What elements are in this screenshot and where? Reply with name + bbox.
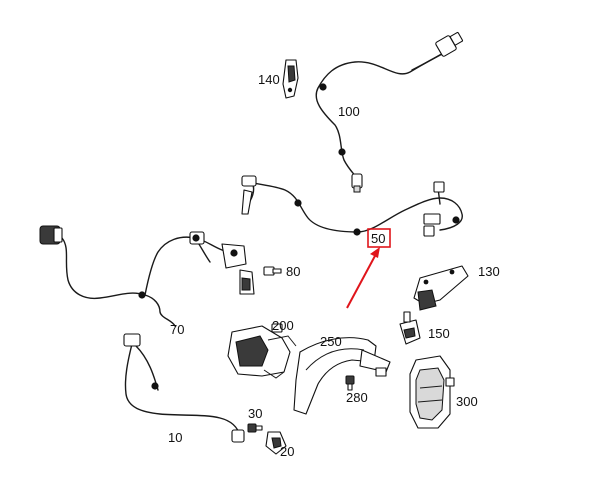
part-20-sensor[interactable] <box>265 431 287 455</box>
part-30-bolt[interactable] <box>247 423 263 433</box>
part-100-harness[interactable] <box>315 31 464 193</box>
callout-100[interactable]: 100 <box>338 104 360 119</box>
callout-50[interactable]: 50 <box>371 231 385 246</box>
part-280-screw[interactable] <box>345 375 355 391</box>
highlight-arrow <box>346 247 380 309</box>
callout-200[interactable]: 200 <box>272 318 294 333</box>
callout-250[interactable]: 250 <box>320 334 342 349</box>
part-70-harness[interactable] <box>39 225 255 327</box>
part-200-control-unit[interactable] <box>227 323 297 379</box>
part-150-sensor[interactable] <box>399 311 421 345</box>
part-130-bracket[interactable] <box>413 265 469 311</box>
part-10-harness[interactable] <box>123 333 245 443</box>
callout-30[interactable]: 30 <box>248 406 262 421</box>
callout-10[interactable]: 10 <box>168 430 182 445</box>
callout-300[interactable]: 300 <box>456 394 478 409</box>
callout-280[interactable]: 280 <box>346 390 368 405</box>
part-80-bolt[interactable] <box>263 266 282 276</box>
callout-70[interactable]: 70 <box>170 322 184 337</box>
highlight-box-50 <box>367 228 391 248</box>
part-140-sensor[interactable] <box>282 59 299 99</box>
callout-20[interactable]: 20 <box>280 444 294 459</box>
part-50-harness[interactable] <box>241 175 463 237</box>
callout-130[interactable]: 130 <box>478 264 500 279</box>
part-250-cover[interactable] <box>293 337 391 415</box>
callout-80[interactable]: 80 <box>286 264 300 279</box>
part-300-housing[interactable] <box>409 355 455 429</box>
callout-150[interactable]: 150 <box>428 326 450 341</box>
callout-140[interactable]: 140 <box>258 72 280 87</box>
